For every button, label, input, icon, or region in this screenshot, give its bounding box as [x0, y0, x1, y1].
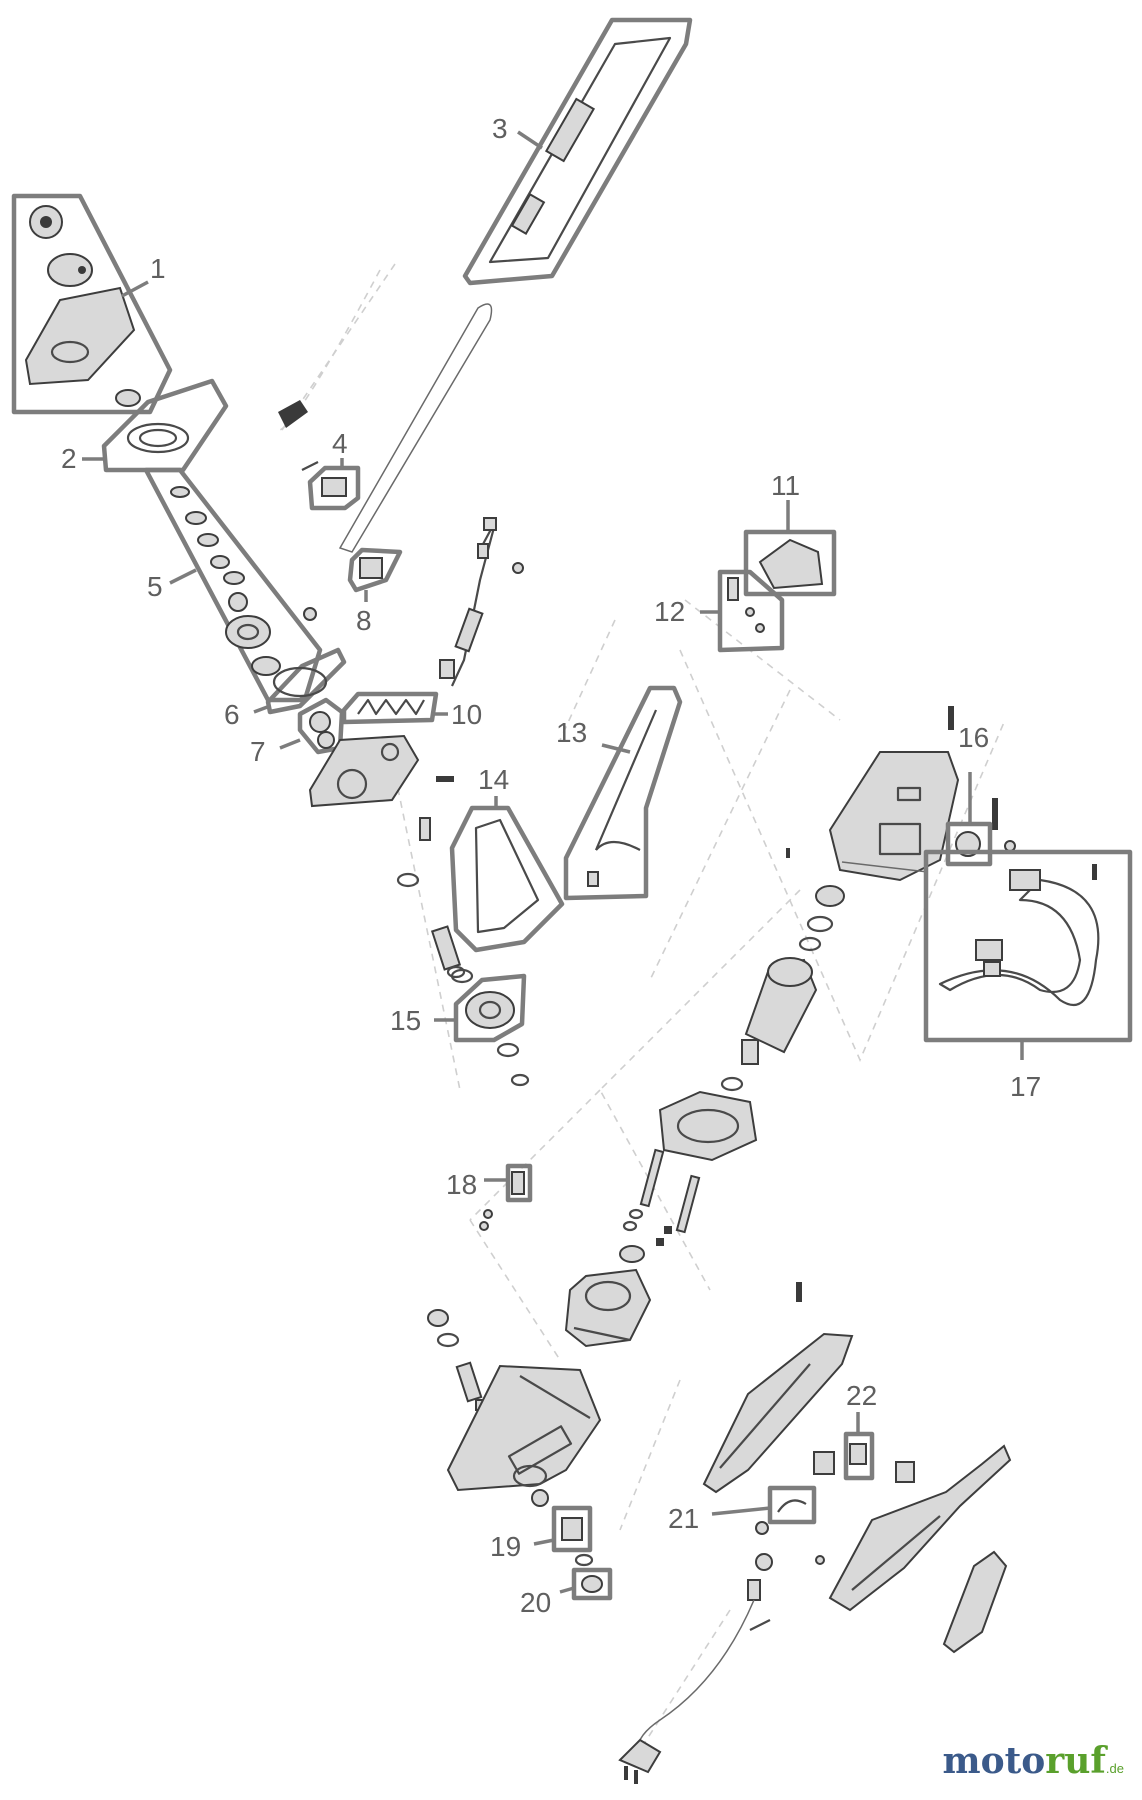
callout-7: 7 [250, 736, 266, 767]
part-group-5 [143, 467, 323, 703]
part-group-19 [531, 1489, 593, 1553]
callout-8: 8 [356, 605, 372, 636]
assembly-guide-lines [279, 269, 1006, 1751]
callout-21: 21 [668, 1503, 699, 1534]
rear-handle [702, 1282, 1012, 1654]
watermark-text-b: ruf [1045, 1740, 1106, 1782]
part-group-16 [945, 821, 993, 867]
callout-18: 18 [446, 1169, 477, 1200]
motor-rear-housing [564, 1268, 652, 1348]
brand-watermark: motoruf.de [943, 1740, 1124, 1782]
part-group-10 [341, 691, 439, 725]
gearbox-housing [308, 517, 530, 1087]
callout-14: 14 [478, 764, 509, 795]
callout-3: 3 [492, 113, 508, 144]
motor-upper-housing [828, 706, 1016, 882]
callout-17: 17 [1010, 1071, 1041, 1102]
callout-16: 16 [958, 722, 989, 753]
callout-22: 22 [846, 1380, 877, 1411]
part-group-12 [717, 569, 785, 653]
part-group-2 [101, 378, 229, 473]
callout-11: 11 [771, 470, 800, 501]
callout-10: 10 [451, 699, 482, 730]
part-group-21 [767, 1485, 817, 1525]
callout-4: 4 [332, 428, 348, 459]
callout-19: 19 [490, 1531, 521, 1562]
part-group-22 [843, 1431, 875, 1481]
watermark-suffix: .de [1105, 1761, 1124, 1776]
part-group-4 [301, 461, 361, 511]
part-group-1 [11, 193, 173, 415]
watermark-text-a: moto [942, 1740, 1046, 1782]
part-group-15 [446, 965, 527, 1043]
callout-1: 1 [150, 253, 166, 284]
callout-6: 6 [224, 699, 240, 730]
switch-housing [427, 1309, 602, 1492]
callout-20: 20 [520, 1587, 551, 1618]
callout-5: 5 [147, 571, 163, 602]
part-group-17 [923, 849, 1133, 1043]
part-group-8 [347, 547, 403, 593]
motor-stack [619, 848, 845, 1263]
callout-12: 12 [654, 596, 685, 627]
callout-2: 2 [61, 443, 77, 474]
part-group-6 [265, 647, 347, 715]
part-group-20 [571, 1553, 613, 1601]
callout-13: 13 [556, 717, 587, 748]
part-group-11 [743, 529, 837, 597]
part-group-14 [449, 805, 565, 953]
part-group-18 [479, 1163, 533, 1231]
part-group-3 [462, 17, 693, 286]
part-group-13 [563, 685, 683, 901]
power-cord [618, 1553, 773, 1784]
part-group-7 [297, 697, 345, 755]
callout-15: 15 [390, 1005, 421, 1036]
